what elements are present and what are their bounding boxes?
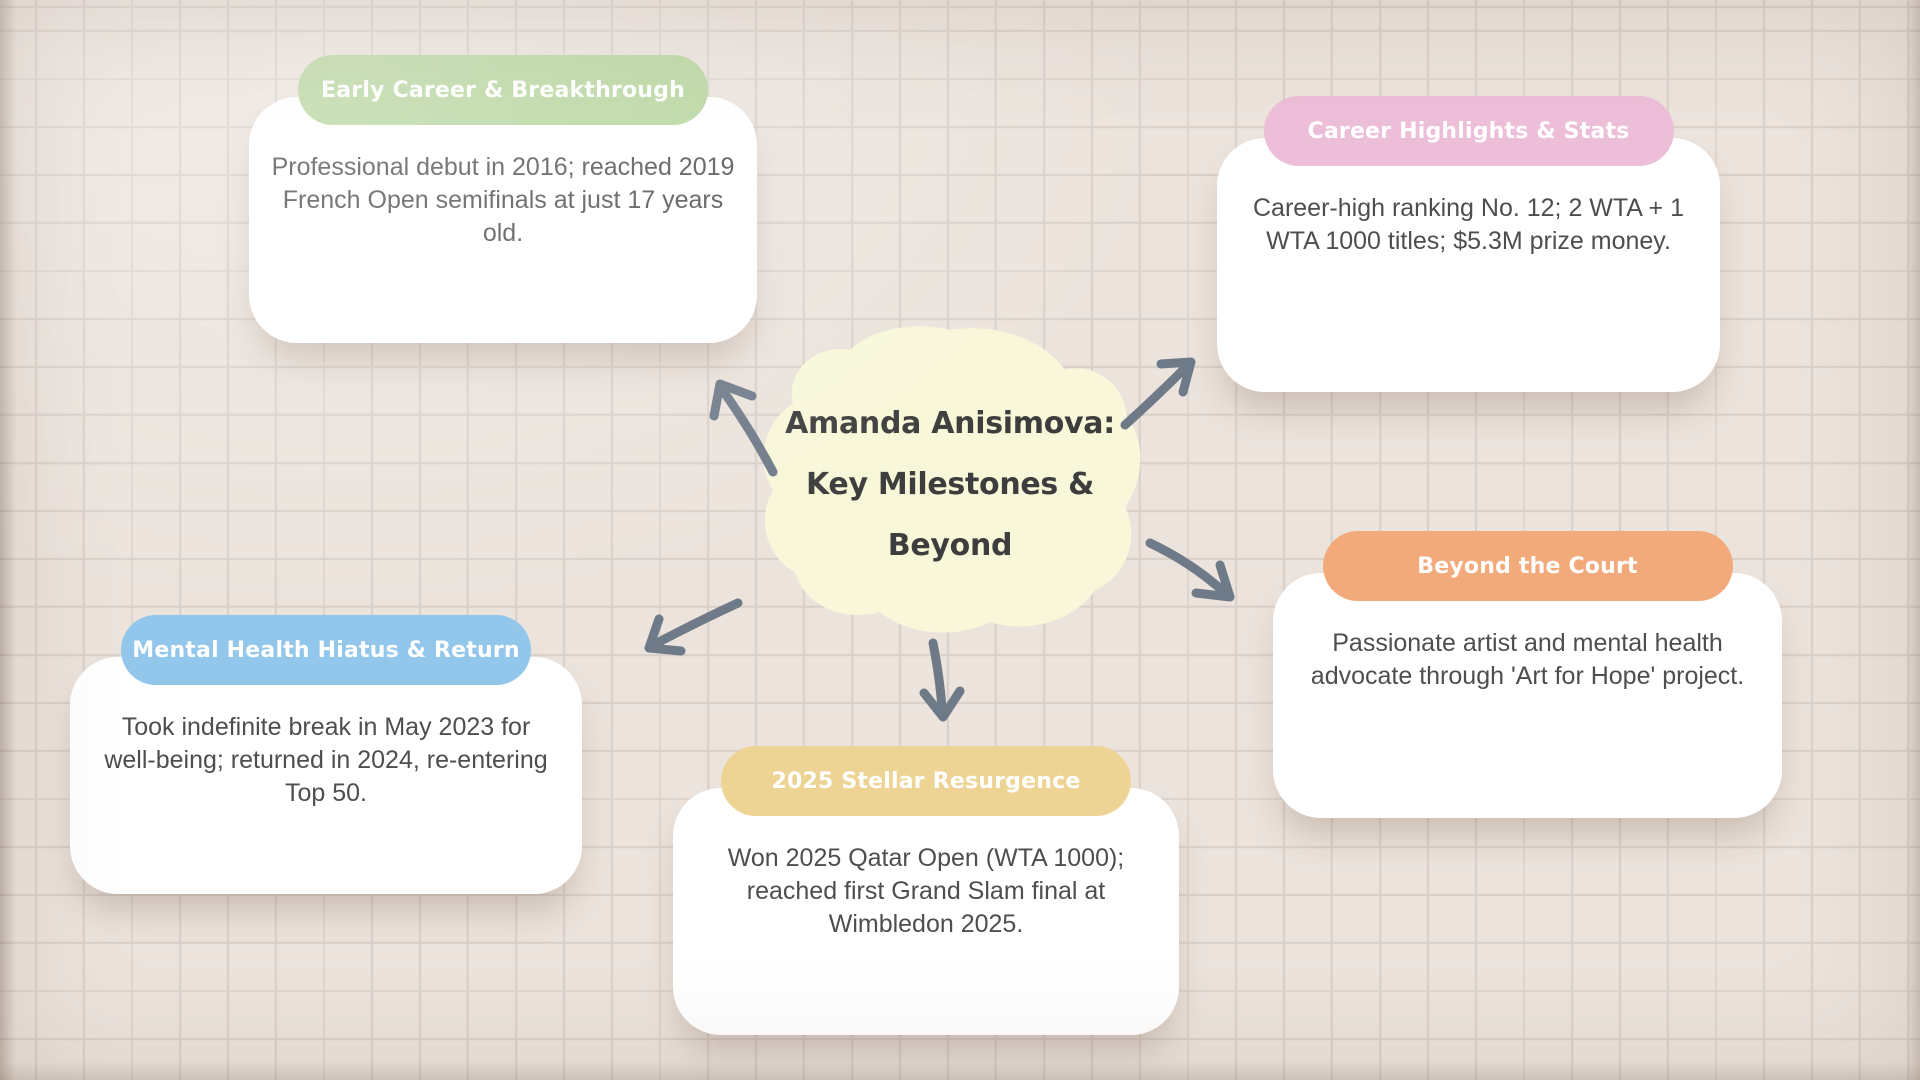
card-resurgence: 2025 Stellar Resurgence Won 2025 Qatar O…: [673, 746, 1179, 1035]
card-title-label: Career Highlights & Stats: [1307, 118, 1630, 144]
arrow-to-resurgence-icon: [919, 638, 965, 722]
card-early-career: Early Career & Breakthrough Professional…: [249, 55, 757, 343]
blob-shape-icon: [763, 326, 1141, 633]
card-mental-health-title-pill: Mental Health Hiatus & Return: [121, 615, 531, 685]
card-beyond-court: Beyond the Court Passionate artist and m…: [1273, 531, 1782, 818]
card-career-highlights: Career Highlights & Stats Career-high ra…: [1217, 96, 1720, 392]
card-title-label: Early Career & Breakthrough: [321, 77, 685, 103]
card-resurgence-title-pill: 2025 Stellar Resurgence: [721, 746, 1131, 816]
card-early-career-body: Professional debut in 2016; reached 2019…: [271, 153, 735, 247]
central-topic-title: Amanda Anisimova: Key Milestones & Beyon…: [785, 405, 1115, 563]
card-title-label: Mental Health Hiatus & Return: [132, 637, 520, 663]
card-beyond-court-title-pill: Beyond the Court: [1322, 531, 1733, 601]
card-career-highlights-body: Career-high ranking No. 12; 2 WTA + 1 WT…: [1253, 194, 1684, 255]
card-mental-health: Mental Health Hiatus & Return Took indef…: [70, 615, 582, 894]
central-topic-blob: [755, 322, 1145, 640]
card-title-label: 2025 Stellar Resurgence: [771, 768, 1081, 794]
card-title-label: Beyond the Court: [1417, 553, 1638, 579]
card-beyond-court-body: Passionate artist and mental health advo…: [1310, 629, 1745, 690]
card-career-highlights-title-pill: Career Highlights & Stats: [1263, 96, 1674, 166]
arrow-to-career-highlights-icon: [1120, 357, 1196, 430]
arrow-to-early-career-icon: [709, 379, 778, 477]
card-resurgence-body: Won 2025 Qatar Open (WTA 1000); reached …: [727, 844, 1125, 938]
arrow-to-mental-health-icon: [644, 598, 743, 656]
card-early-career-title-pill: Early Career & Breakthrough: [298, 55, 708, 125]
card-mental-health-body: Took indefinite break in May 2023 for we…: [104, 713, 548, 807]
arrow-to-beyond-court-icon: [1145, 538, 1235, 602]
